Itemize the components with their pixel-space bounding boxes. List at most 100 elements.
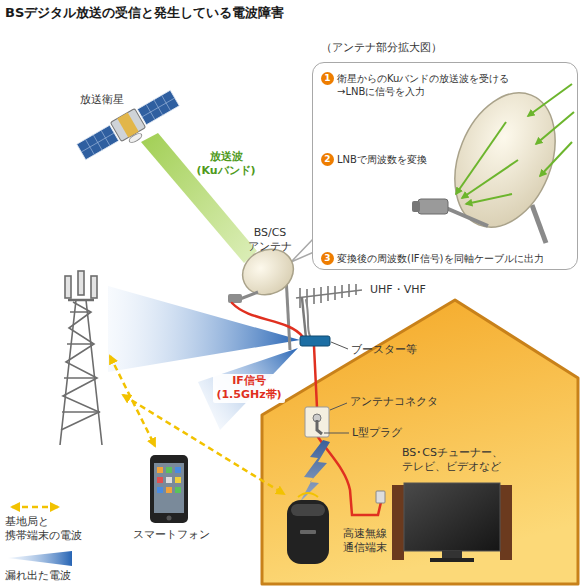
inset-dish-part [436,78,574,242]
wireless-router-part [291,504,325,516]
part-label: L型プラグ [352,426,402,440]
uhf-vhf-antenna-part [302,298,306,338]
cell-tower-part [60,300,102,445]
smartphone-part [157,477,163,483]
smartphone-part [157,487,163,493]
legend-text: 基地局と 携帯端末の電波 [5,515,84,544]
signal-label: IF信号 (1.5GHz帯) [213,374,285,403]
television-part [442,551,462,558]
smartphone-part [150,455,188,523]
cell-tower-part [68,299,94,302]
uhf-vhf-antenna [296,284,362,338]
television-part [392,485,404,560]
booster-box [300,336,330,346]
uhf-vhf-antenna-part [296,290,362,298]
house [262,300,578,584]
inset-waves-part [462,160,518,198]
coax-cable-part [314,346,317,408]
step-text: 変換後の周波数(IF信号)を同軸ケーブルに出力 [337,252,544,265]
television-part [500,485,512,560]
step-text: LNBで周波数を変換 [337,153,427,166]
inset-panel-part [291,238,314,262]
inset-dish-part [412,201,420,212]
device-label: BS･CSチューナー、 テレビ、ビデオなど [402,446,505,475]
legend-text: 漏れ出た電波 [5,569,71,583]
inset-waves-part [528,84,572,116]
callout-number: 1 [321,72,334,85]
antenna-label: BS/CS アンテナ [247,226,293,255]
bs-cs-antenna-part [240,292,258,299]
wireless-router-part [298,493,318,497]
smartphone [150,455,188,523]
satellite-label: 放送衛星 [80,93,124,107]
cell-tower-part [91,276,97,298]
coax-cable-part [306,300,310,336]
smartphone-part [175,487,181,493]
satellite-part [137,90,179,125]
television-part [430,558,474,562]
bs-cs-antenna-part [228,294,242,303]
satellite-part [77,125,119,160]
cell-tower-part [65,276,71,298]
inset-panel-part [291,238,314,262]
inset-waves-part [536,112,574,144]
wireless-router-part [287,500,329,564]
inset-waves-part [456,122,506,194]
smartphone-part [175,467,181,473]
smartphone-part [175,477,181,483]
inset-waves-part [466,194,512,204]
leader-line [324,433,349,434]
inset-dish [412,78,574,243]
legend-sample-wedge [8,551,72,566]
cell-tower-part [62,312,100,412]
part-label: ブースター等 [351,343,417,357]
satellite-part [117,112,138,137]
antenna-connector-part [317,420,322,434]
device-label: スマートフォン [133,528,210,542]
inset-waves-part [540,142,572,176]
smartphone-part [166,467,172,473]
bs-cs-antenna [228,241,301,350]
leader-line [330,403,347,410]
uhf-vhf-antenna-part [300,284,356,308]
step-text: 衛星からのKuバンドの放送波を受ける →LNBに信号を入力 [337,72,512,98]
coax-cable-part [318,437,381,515]
inset-panel [291,62,578,270]
smartphone-part [167,516,172,521]
smartphone-part [166,477,172,483]
callout-number: 3 [321,252,334,265]
leader-line [331,342,348,349]
satellite-part [128,132,143,144]
inset-dish-part [532,205,546,243]
inset-panel: （アンテナ部分拡大図）衛星からのKuバンドの放送波を受ける →LNBに信号を入力… [312,62,578,270]
device-label: 高速無線 通信端末 [343,527,389,556]
diagram-title: BSデジタル放送の受信と発生している電波障害 [5,5,284,22]
radio-link-part [123,395,284,494]
wireless-router [287,493,329,564]
inset-waves [456,84,574,204]
television [376,483,512,562]
inset-panel-part [312,62,578,270]
cell-tower-part [61,302,99,430]
broadcast-beam [141,133,257,263]
cell-tower [60,271,102,445]
inset-heading: （アンテナ部分拡大図） [321,41,442,55]
antenna-label: UHF・VHF [370,283,426,297]
satellite-part [77,125,119,160]
cell-tower-part [78,271,84,295]
satellite-part [137,90,179,125]
television-part [376,491,385,503]
television-part [404,483,500,551]
radio-link [110,356,284,494]
callout-number: 2 [321,153,334,166]
coax-cable-part [232,303,303,337]
bs-cs-antenna-part [286,276,290,350]
wireless-router-part [300,530,316,534]
part-label: アンテナコネクタ [350,395,438,409]
inset-dish-part [446,208,488,226]
signal-label: 放送波 (Kuバンド) [195,150,257,179]
inset-dish-part [418,199,448,214]
smartphone-part [157,467,163,473]
smartphone-part [154,463,184,513]
